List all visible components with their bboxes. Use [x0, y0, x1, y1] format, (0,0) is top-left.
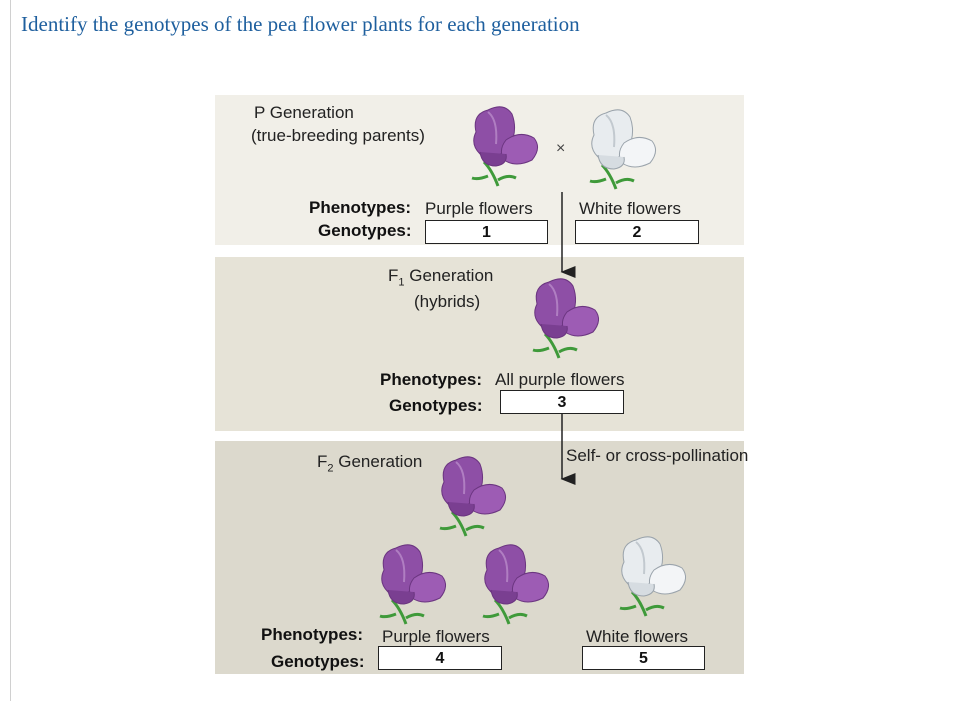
f1-title-prefix: F [388, 266, 399, 285]
p-white-flower [588, 108, 658, 191]
genotype-box-1[interactable]: 1 [425, 220, 548, 244]
f2-title-rest: Generation [338, 452, 423, 471]
f2-title-subscript: 2 [327, 462, 334, 475]
f1-title-subscript: 1 [398, 276, 405, 289]
pollination-label: Self- or cross-pollination [566, 446, 749, 465]
f2-purple-flower-left [378, 543, 448, 626]
cross-symbol: × [556, 140, 566, 157]
p-generation-title: P Generation [254, 103, 354, 122]
f2-title-prefix: F [317, 452, 328, 471]
p-phenotypes-label: Phenotypes: [309, 198, 412, 217]
genotype-box-3[interactable]: 3 [500, 390, 624, 414]
genotype-box-5[interactable]: 5 [582, 646, 705, 670]
f1-genotypes-label: Genotypes: [389, 396, 483, 415]
question-text: Identify the genotypes of the pea flower… [21, 12, 580, 36]
f2-white-phenotype: White flowers [586, 627, 689, 646]
f1-purple-flower [531, 277, 601, 360]
p-genotypes-label: Genotypes: [318, 221, 412, 240]
genotype-box-2[interactable]: 2 [575, 220, 699, 244]
left-border [10, 0, 11, 701]
f2-genotypes-label: Genotypes: [271, 652, 365, 671]
f1-generation-title: F1 Generation [388, 266, 493, 288]
p-purple-flower [470, 105, 540, 188]
f2-generation-title: F2 Generation [317, 452, 422, 474]
f1-phenotype: All purple flowers [495, 370, 625, 389]
f1-generation-subtitle: (hybrids) [414, 292, 481, 311]
f1-title-rest: Generation [409, 266, 494, 285]
f2-purple-flower-right [481, 543, 551, 626]
f2-phenotypes-label: Phenotypes: [261, 625, 364, 644]
f2-purple-phenotype: Purple flowers [382, 627, 490, 646]
f2-purple-flower-top [438, 455, 508, 538]
f1-phenotypes-label: Phenotypes: [380, 370, 483, 389]
genotype-box-4[interactable]: 4 [378, 646, 502, 670]
f2-white-flower [618, 535, 688, 618]
p-white-phenotype: White flowers [579, 199, 682, 218]
p-generation-subtitle: (true-breeding parents) [251, 126, 425, 145]
f1-generation-panel [215, 257, 744, 431]
p-purple-phenotype: Purple flowers [425, 199, 533, 218]
